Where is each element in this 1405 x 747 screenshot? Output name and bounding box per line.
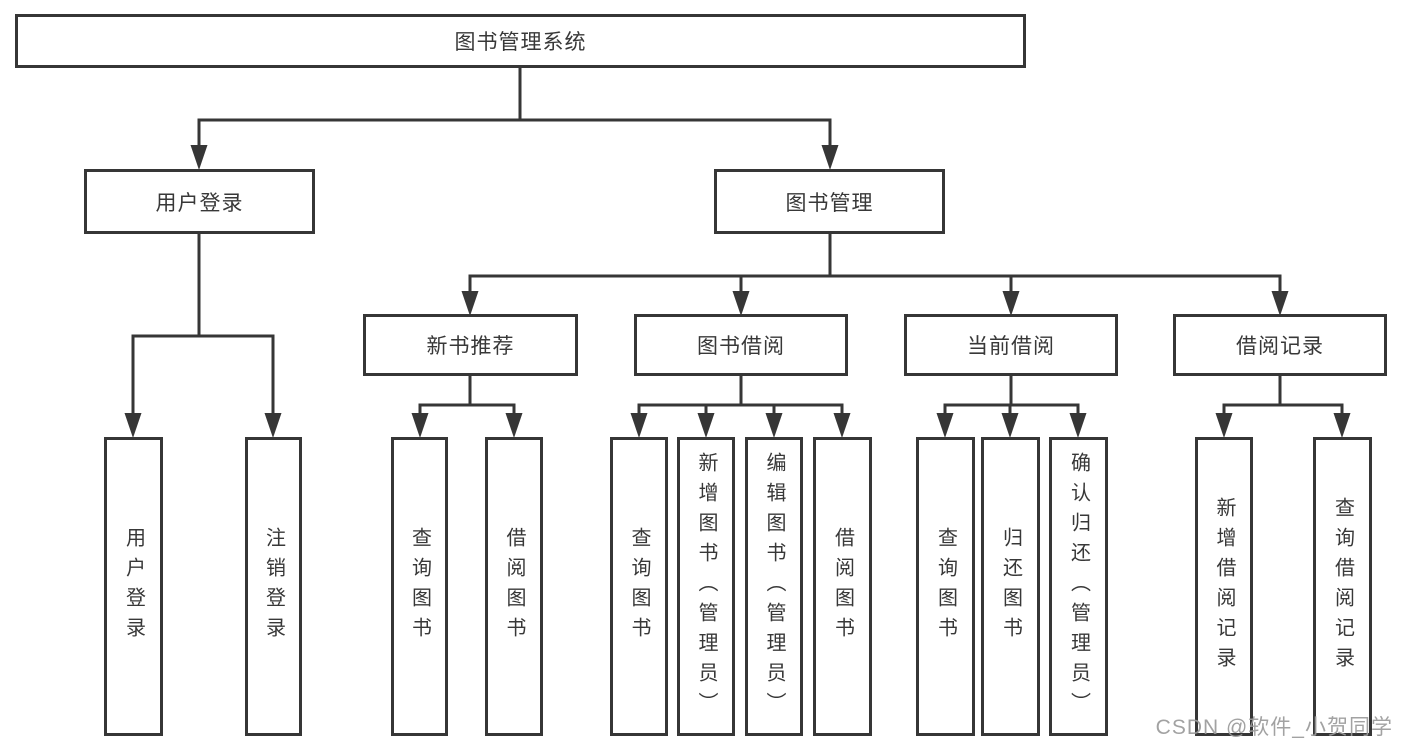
leaf-bookborrow-borrow-books: 借阅图书 (813, 437, 872, 736)
leaf-newbook-query-books-label: 查询图书 (408, 526, 431, 647)
node-book-management-label: 图书管理 (785, 191, 874, 215)
arrowhead-down-icon (765, 413, 783, 438)
arrowhead-down-icon (264, 413, 282, 438)
arrowhead-down-icon (124, 413, 142, 438)
leaf-logout-label: 注销登录 (262, 526, 285, 647)
arrowhead-down-icon (1069, 413, 1087, 438)
leaf-newbook-query-books: 查询图书 (391, 437, 448, 736)
leaf-user-login: 用户登录 (104, 437, 163, 736)
node-borrow-records-label: 借阅记录 (1236, 335, 1324, 358)
leaf-currentborrow-confirm-return-admin-label: 确认归还（管理员） (1067, 451, 1090, 722)
node-new-book-recommend-label: 新书推荐 (426, 335, 515, 358)
node-new-book-recommend: 新书推荐 (363, 314, 578, 376)
leaf-records-add-borrow-record: 新增借阅记录 (1195, 437, 1253, 736)
leaf-newbook-borrow-books-label: 借阅图书 (503, 526, 525, 647)
leaf-records-add-borrow-record-label: 新增借阅记录 (1213, 496, 1235, 677)
node-borrow-records: 借阅记录 (1173, 314, 1387, 376)
leaf-currentborrow-confirm-return-admin: 确认归还（管理员） (1049, 437, 1108, 736)
watermark: CSDN @软件_小贺同学 (1155, 716, 1393, 739)
arrowhead-down-icon (1333, 413, 1351, 438)
arrowhead-down-icon (821, 145, 839, 170)
node-current-borrow: 当前借阅 (904, 314, 1118, 376)
node-root: 图书管理系统 (15, 14, 1026, 68)
leaf-records-query-borrow-record-label: 查询借阅记录 (1331, 496, 1354, 677)
arrowhead-down-icon (411, 413, 429, 438)
arrowhead-down-icon (505, 413, 523, 438)
leaf-bookborrow-edit-books-admin-label: 编辑图书（管理员） (763, 451, 785, 722)
leaf-bookborrow-query-books-label: 查询图书 (628, 526, 650, 647)
arrowhead-down-icon (630, 413, 648, 438)
arrowhead-down-icon (1002, 291, 1020, 316)
node-user-login: 用户登录 (84, 169, 315, 234)
leaf-records-query-borrow-record: 查询借阅记录 (1313, 437, 1372, 736)
node-user-login-label: 用户登录 (155, 191, 244, 215)
leaf-bookborrow-edit-books-admin: 编辑图书（管理员） (745, 437, 803, 736)
arrowhead-down-icon (936, 413, 954, 438)
leaf-logout: 注销登录 (245, 437, 302, 736)
arrowhead-down-icon (1215, 413, 1233, 438)
node-book-borrow-label: 图书借阅 (697, 335, 785, 358)
node-root-label: 图书管理系统 (454, 31, 587, 54)
leaf-bookborrow-add-books-admin-label: 新增图书（管理员） (695, 451, 717, 722)
node-book-borrow: 图书借阅 (634, 314, 848, 376)
leaf-currentborrow-return-books: 归还图书 (981, 437, 1040, 736)
arrowhead-down-icon (1001, 413, 1019, 438)
leaf-newbook-borrow-books: 借阅图书 (485, 437, 543, 736)
leaf-bookborrow-borrow-books-label: 借阅图书 (831, 526, 854, 647)
leaf-user-login-label: 用户登录 (122, 526, 145, 647)
arrowhead-down-icon (697, 413, 715, 438)
leaf-currentborrow-query-books-label: 查询图书 (934, 526, 957, 647)
arrowhead-down-icon (833, 413, 851, 438)
arrowhead-down-icon (732, 291, 750, 316)
arrowhead-down-icon (190, 145, 208, 170)
leaf-bookborrow-add-books-admin: 新增图书（管理员） (677, 437, 735, 736)
node-current-borrow-label: 当前借阅 (967, 335, 1055, 358)
leaf-bookborrow-query-books: 查询图书 (610, 437, 668, 736)
arrowhead-down-icon (461, 291, 479, 316)
node-book-management: 图书管理 (714, 169, 945, 234)
leaf-currentborrow-query-books: 查询图书 (916, 437, 975, 736)
leaf-currentborrow-return-books-label: 归还图书 (999, 526, 1022, 647)
arrowhead-down-icon (1271, 291, 1289, 316)
